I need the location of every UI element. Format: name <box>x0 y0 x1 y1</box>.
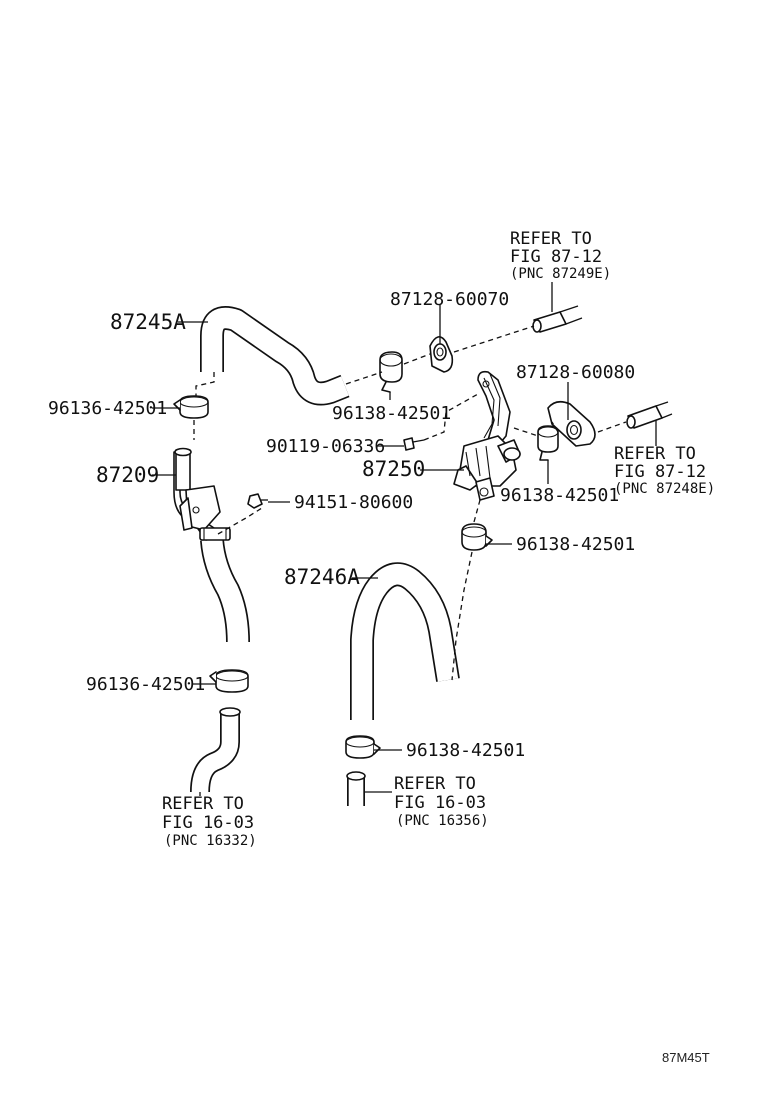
bolt-94151 <box>247 493 268 509</box>
label-87245a: 87245A <box>110 310 186 334</box>
clamp-96138-right <box>537 425 559 461</box>
hose-87245A <box>200 306 350 406</box>
refer-bm-line1: REFER TO <box>394 774 476 794</box>
refer-bl-line3: (PNC 16332) <box>164 833 257 849</box>
label-87209: 87209 <box>96 463 159 487</box>
refer-top-line3: (PNC 87249E) <box>510 266 611 282</box>
label-96138-right: 96138-42501 <box>500 485 619 506</box>
refer-note-top: REFER TO FIG 87-12 (PNC 87249E) <box>510 229 611 282</box>
diagram-code: 87M45T <box>662 1050 710 1065</box>
refer-note-bottom-mid: REFER TO FIG 16-03 (PNC 16356) <box>394 774 489 829</box>
water-valve-87250 <box>453 370 521 501</box>
hose-87246A <box>350 562 460 720</box>
refer-top-line2: FIG 87-12 <box>510 247 602 267</box>
dashed-guides <box>193 325 627 681</box>
refer-right-line2: FIG 87-12 <box>614 462 706 482</box>
water-pipe-87209 <box>173 447 231 541</box>
refer-bm-line3: (PNC 16356) <box>396 813 489 829</box>
label-87250: 87250 <box>362 457 425 481</box>
clamp-96138-bottom <box>345 735 381 759</box>
label-87246a: 87246A <box>284 565 360 589</box>
clamp-96136-bottom <box>209 669 249 693</box>
label-87128-60080: 87128-60080 <box>516 362 635 383</box>
label-96138-bottom: 96138-42501 <box>406 740 525 761</box>
pipe-left-bottom <box>190 707 241 793</box>
label-90119-06336: 90119-06336 <box>266 436 385 457</box>
grommet-87128-60080 <box>547 400 596 447</box>
refer-bm-line2: FIG 16-03 <box>394 793 486 813</box>
grommet-87128-60070 <box>429 336 454 373</box>
pipe-end-top <box>532 305 583 333</box>
label-96138-upper: 96138-42501 <box>332 403 451 424</box>
pipe-end-right <box>626 401 673 429</box>
refer-note-right: REFER TO FIG 87-12 (PNC 87248E) <box>614 444 715 497</box>
label-87128-60070: 87128-60070 <box>390 289 509 310</box>
label-96138-mid: 96138-42501 <box>516 534 635 555</box>
hose-left-lower <box>200 538 250 643</box>
clamp-96136-top <box>173 395 209 419</box>
refer-top-line1: REFER TO <box>510 229 592 249</box>
leader-lines <box>152 282 657 796</box>
refer-bl-line2: FIG 16-03 <box>162 813 254 833</box>
label-96136-top: 96136-42501 <box>48 398 167 419</box>
screw-90119 <box>403 437 425 451</box>
refer-note-bottom-left: REFER TO FIG 16-03 (PNC 16332) <box>162 794 257 849</box>
pipe-mid-bottom <box>346 771 366 806</box>
refer-bl-line1: REFER TO <box>162 794 244 814</box>
label-94151-80600: 94151-80600 <box>294 492 413 513</box>
refer-right-line1: REFER TO <box>614 444 696 464</box>
refer-right-line3: (PNC 87248E) <box>614 481 715 497</box>
clamp-96138-mid <box>461 523 493 551</box>
label-96136-bottom: 96136-42501 <box>86 674 205 695</box>
clamp-96138-upper <box>379 351 403 393</box>
